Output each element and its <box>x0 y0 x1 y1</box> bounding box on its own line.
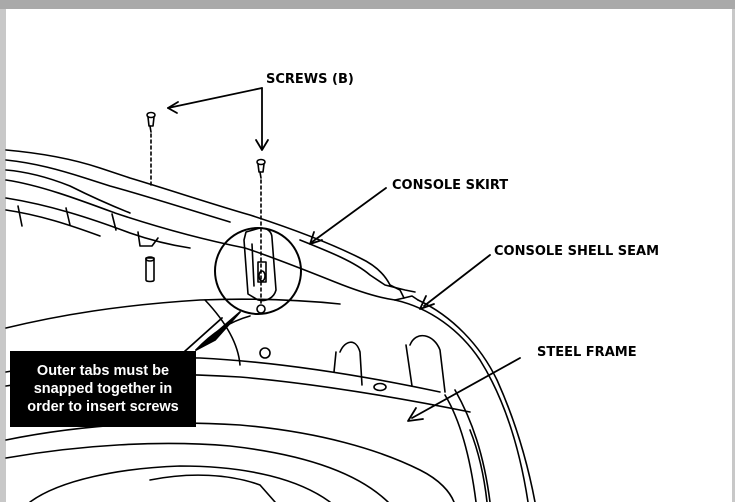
screw-hole <box>256 304 266 314</box>
left-border <box>0 9 6 502</box>
label-console-shell-seam: CONSOLE SHELL SEAM <box>494 244 660 259</box>
tab-part <box>243 227 277 302</box>
screw-left <box>146 111 156 133</box>
callout-line-1: Outer tabs must be <box>36 363 170 379</box>
detail-circle <box>214 227 302 315</box>
label-console-skirt: CONSOLE SKIRT <box>392 178 509 193</box>
label-steel-frame: STEEL FRAME <box>537 345 637 360</box>
leader-lines <box>167 87 521 422</box>
top-bar <box>0 0 735 9</box>
peg-part <box>145 256 155 283</box>
console-skirt-part <box>5 149 419 301</box>
screw-right <box>256 158 266 179</box>
right-border <box>732 9 735 502</box>
callout-line-3: order to insert screws <box>27 399 179 415</box>
label-screws: SCREWS (B) <box>266 72 354 87</box>
callout-note: Outer tabs must be snapped together in o… <box>10 351 196 427</box>
callout-line-2: snapped together in <box>33 381 173 397</box>
